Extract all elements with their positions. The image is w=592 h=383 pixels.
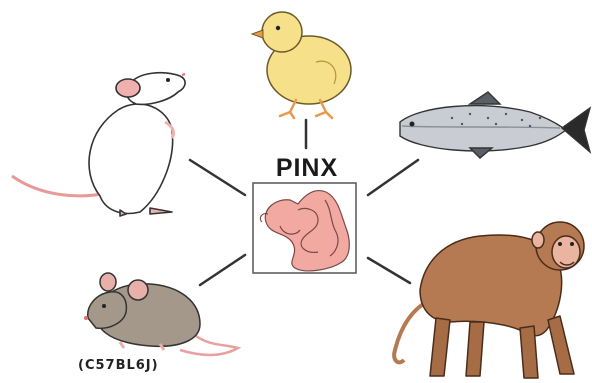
mouse-icon: [84, 273, 238, 355]
connector-fish: [368, 160, 418, 195]
mouse-strain-label: (C57BL6J): [78, 358, 159, 373]
chick-icon: [252, 12, 351, 118]
connector-monkey: [368, 258, 410, 283]
rat-icon: [12, 73, 185, 216]
monkey-icon: [394, 222, 584, 378]
intestine-panel: [253, 183, 356, 273]
connector-rat: [190, 160, 245, 195]
connector-mouse: [200, 255, 245, 285]
fish-icon: [400, 92, 590, 158]
center-title: PINX: [262, 154, 352, 183]
